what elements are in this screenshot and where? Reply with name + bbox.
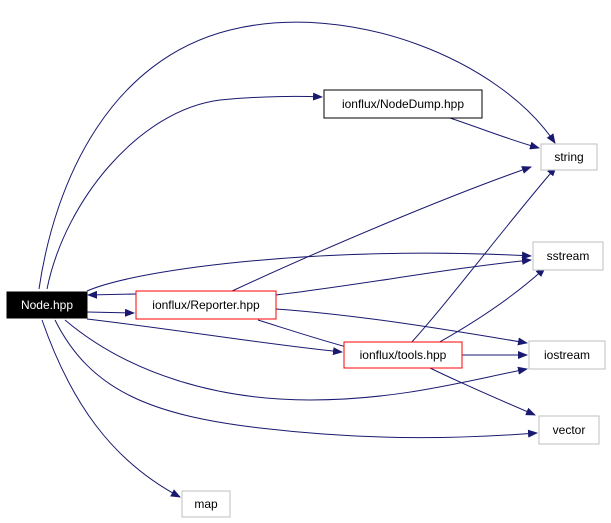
edge-reporter-to-node — [87, 290, 137, 299]
node-tools[interactable]: ionflux/tools.hpp — [343, 341, 463, 369]
edge-node-to-reporter — [86, 308, 135, 317]
node-iostream-box — [528, 340, 606, 370]
edge-node-to-sstream — [86, 251, 532, 292]
node-tools-box — [343, 341, 463, 369]
node-sstream-label: sstream — [547, 249, 590, 263]
node-vector-box — [538, 415, 600, 445]
node-iostream-label: iostream — [544, 348, 590, 362]
edge-tools-to-vector — [429, 367, 536, 416]
node-reporter-label: ionflux/Reporter.hpp — [152, 298, 260, 312]
node-map-box — [181, 490, 231, 518]
edge-reporter-to-tools — [257, 319, 355, 351]
edge-layer — [38, 21, 557, 498]
node-nodedump-label: ionflux/NodeDump.hpp — [342, 97, 464, 111]
node-iostream[interactable]: iostream — [528, 340, 606, 370]
node-nodedump[interactable]: ionflux/NodeDump.hpp — [323, 89, 483, 119]
node-sstream[interactable]: sstream — [532, 241, 604, 271]
edge-reporter-to-string — [229, 166, 532, 293]
node-map[interactable]: map — [181, 490, 231, 518]
node-sstream-box — [532, 241, 604, 271]
edge-tools-to-sstream — [435, 267, 546, 345]
node-node-hpp[interactable]: Node.hpp — [6, 291, 88, 319]
edge-node-to-iostream — [64, 319, 528, 401]
edge-node-to-nodedump — [46, 92, 323, 290]
node-tools-label: ionflux/tools.hpp — [360, 348, 447, 362]
edge-node-to-string — [38, 21, 556, 290]
node-map-label: map — [194, 497, 218, 511]
node-layer: Node.hpp ionflux/NodeDump.hpp string sst… — [6, 89, 606, 518]
node-vector[interactable]: vector — [538, 415, 600, 445]
edge-tools-to-string — [409, 166, 557, 345]
node-node-hpp-label: Node.hpp — [21, 298, 73, 312]
node-node-hpp-box — [6, 291, 88, 319]
edge-node-to-map — [41, 319, 181, 498]
node-string-label: string — [554, 150, 583, 164]
node-reporter[interactable]: ionflux/Reporter.hpp — [135, 290, 277, 320]
edge-reporter-to-iostream — [275, 308, 528, 346]
edge-node-to-tools — [86, 318, 343, 356]
edge-reporter-to-sstream — [275, 256, 532, 296]
node-reporter-box — [135, 290, 277, 320]
node-string[interactable]: string — [540, 143, 598, 171]
node-nodedump-box — [323, 89, 483, 119]
node-vector-label: vector — [553, 423, 586, 437]
edge-node-to-vector — [54, 319, 538, 439]
node-string-box — [540, 143, 598, 171]
edge-nodedump-to-string — [449, 117, 540, 150]
